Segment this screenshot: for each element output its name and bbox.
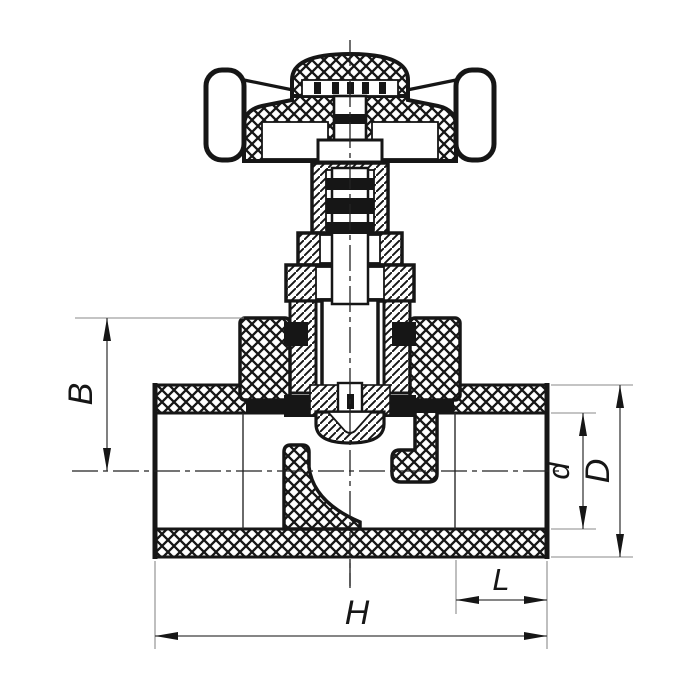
union-nut-left (238, 316, 292, 402)
disc-holder (320, 298, 380, 402)
arrow-L-right (524, 596, 547, 604)
handwheel-rib (379, 82, 386, 94)
nut-shadow-right (392, 322, 416, 346)
arrow-D-up (616, 385, 624, 408)
dim-label-H: H (345, 594, 370, 632)
dim-label-d: d (541, 461, 576, 480)
handwheel-rib (332, 82, 339, 94)
handwheel-wing-right (453, 67, 497, 163)
bonnet-neck-left (288, 299, 318, 395)
arrow-d-down (579, 506, 587, 529)
nut-shadow-left (284, 322, 308, 346)
wing-join-right (406, 78, 457, 92)
stem (320, 166, 380, 402)
arrow-H-right (524, 632, 547, 640)
arrow-D-down (616, 534, 624, 557)
dimension-arrows (103, 318, 624, 640)
bonnet-neck-right (382, 299, 412, 395)
weir-partition (282, 443, 362, 531)
arrow-B-down (103, 448, 111, 471)
stem-top-band (334, 114, 366, 124)
union-nut-right (408, 316, 462, 402)
outlet-hook-baffle (390, 406, 439, 484)
wing-join-left (243, 78, 294, 92)
arrow-L-left (456, 596, 479, 604)
gasket-left (246, 399, 286, 413)
extension-lines (75, 317, 633, 649)
arrow-B-up (103, 318, 111, 341)
body-bottom-wall (153, 527, 549, 559)
dimension-labels: B d D L H (62, 383, 617, 632)
arrow-d-up (579, 413, 587, 436)
arrow-H-left (155, 632, 178, 640)
dim-label-B: B (62, 383, 100, 406)
handwheel-rib (314, 82, 321, 94)
centerlines (72, 40, 560, 588)
dim-label-L: L (492, 562, 509, 597)
union-nut (238, 316, 462, 402)
handwheel (203, 51, 497, 164)
dim-label-D: D (579, 459, 617, 484)
handwheel-wing-left (203, 67, 247, 163)
handwheel-rib (362, 82, 369, 94)
gasket-right (414, 399, 454, 413)
